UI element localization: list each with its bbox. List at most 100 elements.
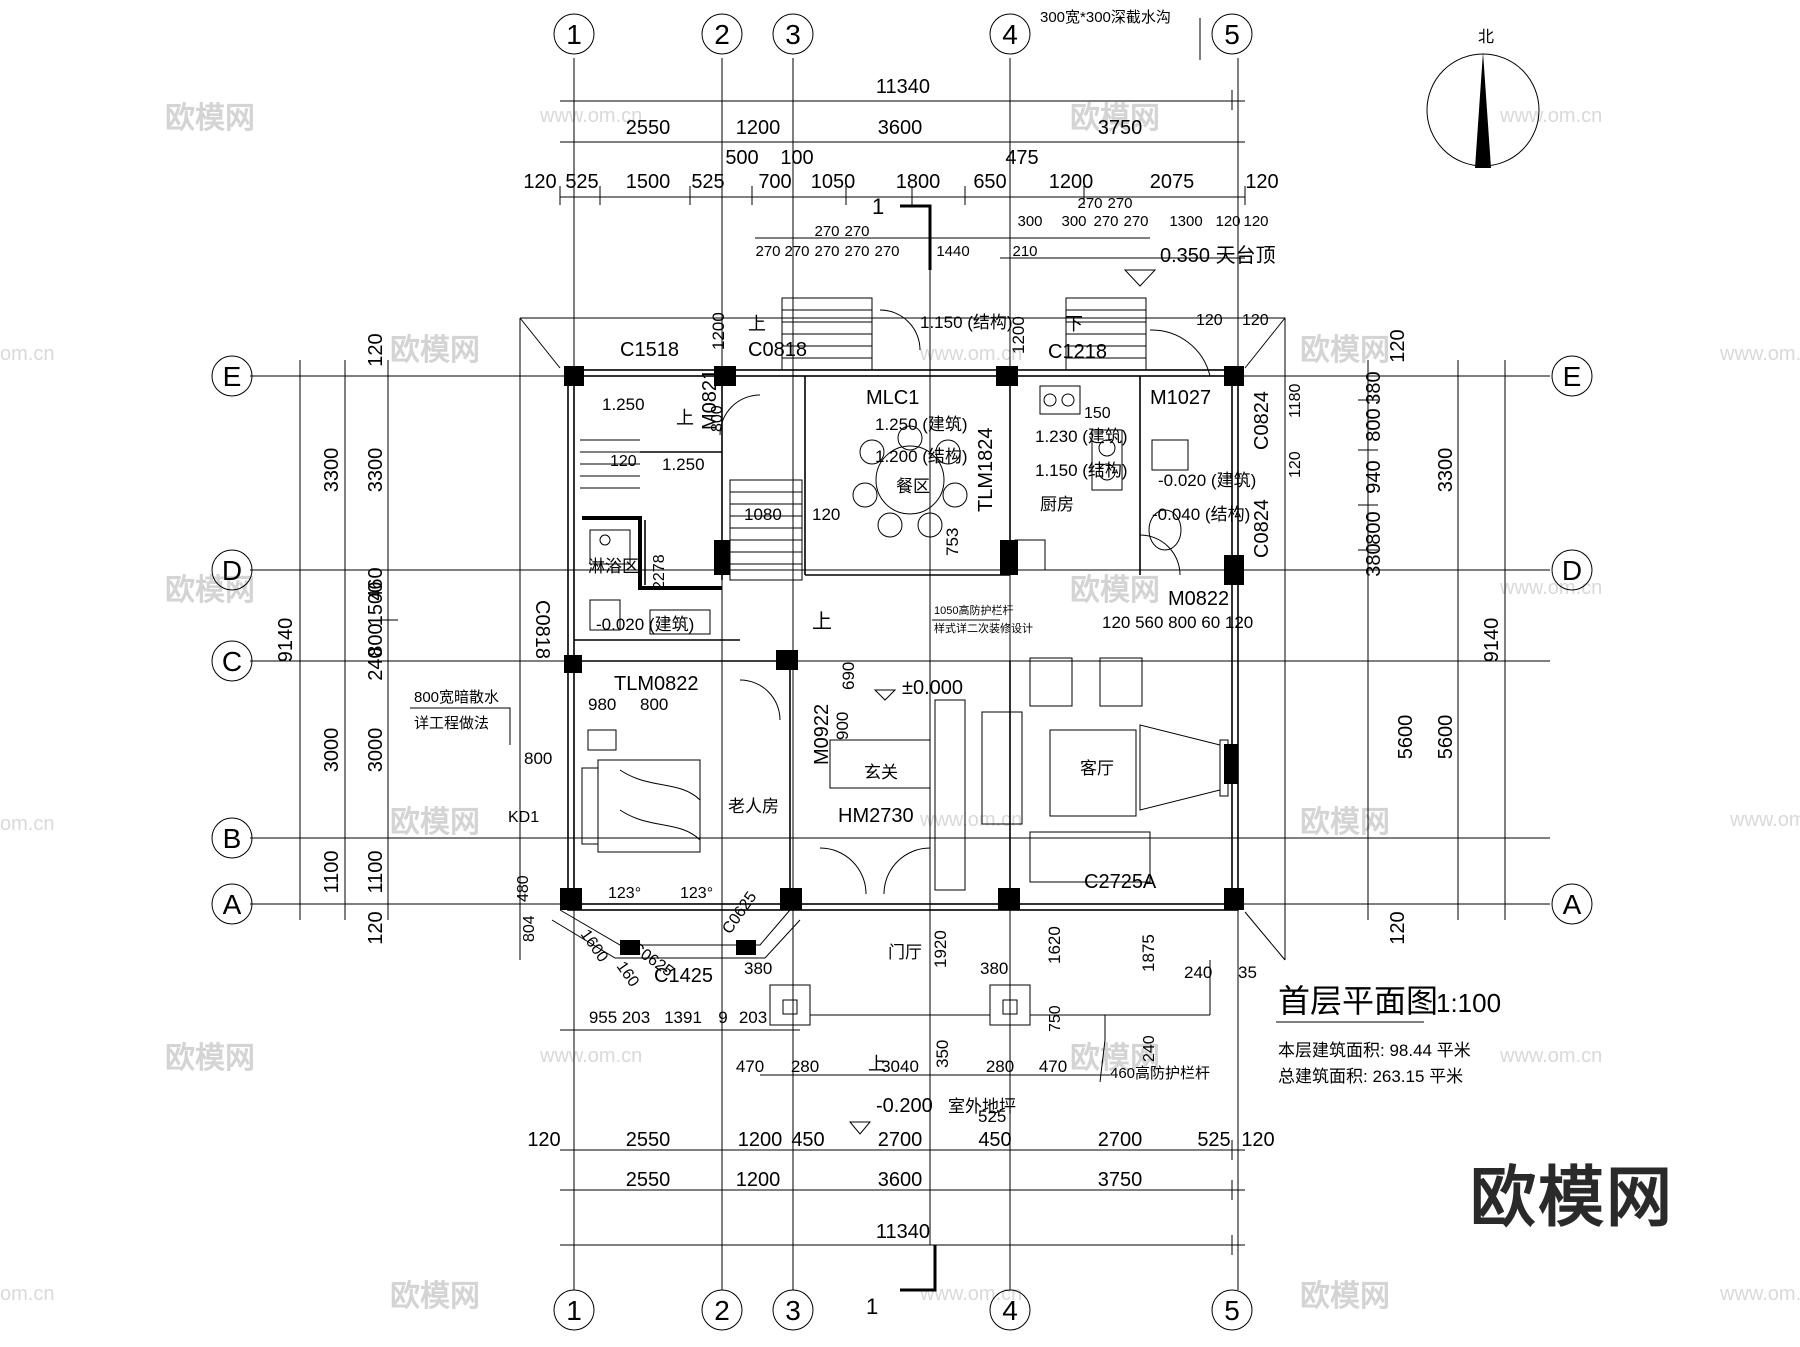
watermark: www.om.cn bbox=[539, 105, 642, 127]
level-text: -0.020 (建筑) bbox=[1158, 471, 1256, 490]
dim-text: 470 bbox=[1039, 1057, 1067, 1076]
axis-label: E bbox=[1563, 361, 1582, 392]
dim-text: 1200 bbox=[736, 1169, 781, 1191]
dim-text: 690 bbox=[839, 662, 858, 690]
dim-text: 1800 bbox=[896, 171, 941, 193]
dim-text: 203 bbox=[739, 1008, 767, 1027]
watermark: www.om.cn bbox=[919, 1283, 1022, 1305]
watermark: 欧模网 bbox=[390, 334, 480, 367]
dim-text: 203 bbox=[622, 1008, 650, 1027]
axis-label: 4 bbox=[1002, 1295, 1018, 1326]
dim-text: 120 bbox=[1243, 213, 1268, 230]
stair-arrow-label: 上 bbox=[748, 314, 766, 334]
level-text: 1.250 bbox=[662, 455, 705, 474]
dim-text: 800 bbox=[1363, 408, 1385, 441]
dim-text: 480 bbox=[515, 875, 532, 902]
dim-text: 380 bbox=[980, 959, 1008, 978]
angle-text: 123° bbox=[608, 885, 641, 902]
dim-text: 525 bbox=[1197, 1129, 1230, 1151]
compass-label: 北 bbox=[1478, 28, 1494, 46]
watermark: www.om.cn bbox=[1499, 105, 1602, 127]
dim-text: 270 bbox=[1107, 195, 1132, 212]
room-names: 餐区 厨房 淋浴区 玄关 客厅 老人房 门厅 上 上 上 下 上 1050高防护… bbox=[410, 314, 1210, 1083]
axis-label: A bbox=[223, 889, 242, 920]
room-name: 客厅 bbox=[1080, 759, 1114, 778]
dim-text: 120 bbox=[1215, 213, 1240, 230]
watermark: 欧模网 bbox=[1070, 102, 1160, 135]
watermark: 欧模网 bbox=[1070, 1042, 1160, 1075]
level-text: -0.020 (建筑) bbox=[596, 615, 694, 634]
dim-text: 120 bbox=[523, 171, 556, 193]
dim-text: 650 bbox=[973, 171, 1006, 193]
dim-text: 9140 bbox=[1481, 618, 1503, 663]
dim-text: 3750 bbox=[1098, 1169, 1143, 1191]
dim-text: 980 bbox=[588, 695, 616, 714]
dim-text: 800 bbox=[640, 695, 668, 714]
watermark: 欧模网 bbox=[165, 102, 255, 135]
dim-text: 380 bbox=[1363, 371, 1385, 404]
window-label: C0818 bbox=[531, 600, 553, 659]
level-text: 1.200 (结构) bbox=[875, 447, 968, 466]
roof-level: 0.350 天台顶 bbox=[1160, 244, 1276, 267]
axis-label: E bbox=[223, 361, 242, 392]
dim-text: 1200 bbox=[738, 1129, 783, 1151]
floor-area: 本层建筑面积: 98.44 平米 bbox=[1278, 1041, 1471, 1060]
watermark: www.om.cn bbox=[1729, 809, 1800, 831]
dim-text: 1500 bbox=[626, 171, 671, 193]
stair-arrow-label: 上 bbox=[676, 408, 694, 428]
door-label: M0821 bbox=[699, 369, 721, 430]
drawing-scale: 1:100 bbox=[1436, 988, 1501, 1018]
total-area: 总建筑面积: 263.15 平米 bbox=[1278, 1067, 1463, 1086]
dim-text: 3040 bbox=[881, 1057, 919, 1076]
drawing-title: 首层平面图 bbox=[1278, 983, 1438, 1019]
axis-label: 5 bbox=[1224, 19, 1240, 50]
watermark: 欧模网 bbox=[1300, 334, 1390, 367]
door-swings bbox=[719, 309, 1211, 721]
watermark: www.om.cn bbox=[1499, 1045, 1602, 1067]
dim-text: 300 bbox=[1061, 213, 1086, 230]
dim-text: 955 bbox=[589, 1008, 617, 1027]
window-label: C0824 bbox=[1251, 391, 1273, 450]
watermark: www.om.cn bbox=[1719, 343, 1800, 365]
dim-text: 350 bbox=[933, 1040, 952, 1068]
dim-text: 380 bbox=[744, 959, 772, 978]
section-mark-label: 1 bbox=[872, 194, 884, 219]
note-text: 460高防护栏杆 bbox=[1110, 1065, 1210, 1082]
dim-text: 1050 bbox=[811, 171, 856, 193]
dim-text: 120 560 800 60 120 bbox=[1102, 613, 1253, 632]
door-label: M1027 bbox=[1150, 387, 1211, 409]
door-label: HM2730 bbox=[838, 805, 914, 827]
axis-label: D bbox=[1562, 555, 1582, 586]
level-text: 1.150 (结构) bbox=[920, 313, 1013, 332]
level-text: 1.250 (建筑) bbox=[875, 415, 968, 434]
window-label: C1218 bbox=[1048, 341, 1107, 363]
dim-text: 1620 bbox=[1045, 926, 1064, 964]
foyer-porch bbox=[551, 699, 1211, 1026]
dim-text: 9140 bbox=[275, 618, 297, 663]
door-label: M0822 bbox=[1168, 588, 1229, 610]
watermark: om.cn bbox=[0, 1283, 54, 1305]
level-text: 室外地坪 bbox=[948, 1097, 1016, 1116]
dim-text: 2550 bbox=[626, 1169, 671, 1191]
dim-text: 150 bbox=[1084, 405, 1111, 422]
dim-text: 1200 bbox=[1049, 171, 1094, 193]
watermark: 欧模网 bbox=[390, 1280, 480, 1313]
watermark: 欧模网 bbox=[1070, 574, 1160, 607]
door-label: TLM1824 bbox=[975, 428, 997, 513]
dim-text: 35 bbox=[1238, 963, 1257, 982]
watermark: www.om.cn bbox=[919, 343, 1022, 365]
dim-text: 525 bbox=[565, 171, 598, 193]
dim-text: 240 bbox=[1141, 1035, 1158, 1062]
left-dimensions: 120 3300 3300 1500 800 460 240 3000 3000… bbox=[275, 333, 398, 945]
interior-dimensions: 1080 120 753 690 900 980 800 800 480 804… bbox=[515, 312, 1304, 1126]
watermark-logo: 欧模网 bbox=[1470, 1160, 1674, 1234]
watermark: om.cn bbox=[0, 343, 54, 365]
dim-text: 1200 bbox=[736, 117, 781, 139]
dim-text: 750 bbox=[1047, 1005, 1064, 1032]
dim-text: 11340 bbox=[876, 1221, 930, 1243]
bottom-dimensions: 955 203 1391 9 203 470 280 3040 280 470 … bbox=[527, 1008, 1275, 1255]
window-label: C2725A bbox=[1084, 871, 1157, 893]
dim-text: 700 bbox=[758, 171, 791, 193]
dim-text: 3300 bbox=[365, 448, 387, 493]
